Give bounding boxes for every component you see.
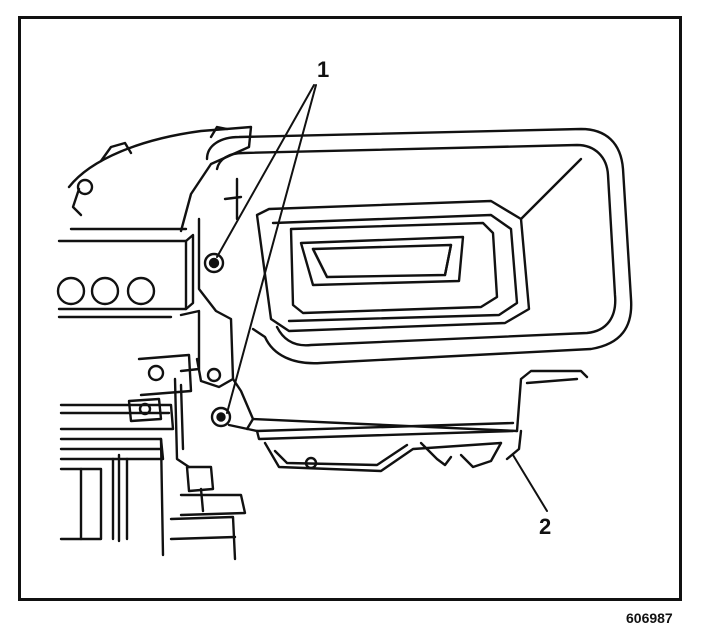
figure-number: 606987 <box>626 610 673 626</box>
hvac-module-illustration <box>56 84 633 561</box>
lower-left-mechanism <box>59 377 247 561</box>
leader-lines <box>216 84 548 512</box>
callout-label-2: 2 <box>539 514 552 539</box>
callout-label-1: 1 <box>317 57 330 82</box>
diagram-frame: 1 2 <box>18 16 682 601</box>
duct-housing <box>205 127 633 365</box>
dashboard-body <box>56 125 253 319</box>
mounting-bracket <box>137 217 235 397</box>
lower-case <box>210 369 589 473</box>
